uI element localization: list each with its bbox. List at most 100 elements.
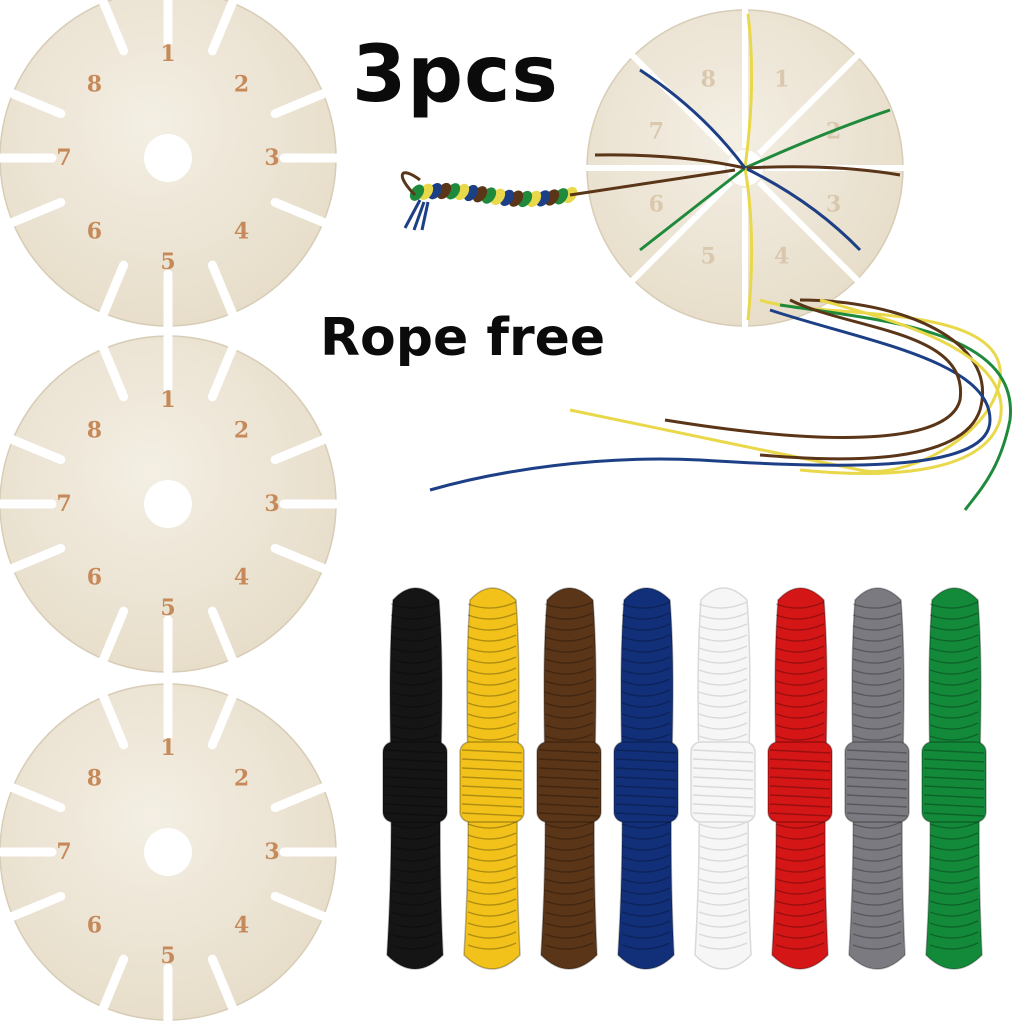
slot-number-8: 8 [87,417,102,443]
wrap-coil [769,785,831,790]
skein-twist [852,843,902,851]
wrap-coil [692,776,754,781]
skein-twist [390,612,440,620]
skein-wrap-band [921,741,987,823]
slot-number-6: 6 [87,913,102,939]
disk-slot [207,688,239,750]
slot-number-1: 1 [160,387,175,413]
skein-twist [929,711,979,719]
skein-twist [467,689,517,697]
skein-twist [467,854,517,862]
disk-slot [4,543,66,575]
skein-twist [775,865,825,873]
skein-twist [775,909,825,917]
skein-wrap-band [844,741,910,823]
skein-twist [929,854,979,862]
skein-twist [852,920,902,928]
disk-slot [97,260,129,322]
skein-wrap-band [690,741,756,823]
wrap-coil [461,776,523,781]
skein-twist [544,601,594,609]
braid-tassel [403,199,430,231]
skein-twist [544,909,594,917]
skein-twist [467,832,517,840]
skein-twist [390,623,440,631]
skein-twist [544,634,594,642]
wrap-coil [692,749,754,754]
skein-twist [467,711,517,719]
skein-twist [467,821,517,829]
cord-skein-2 [459,587,525,970]
skein-twist [698,711,748,719]
skein-twist [544,722,594,730]
skein-twist [621,700,671,708]
disk-slot [270,87,332,119]
skein-twist [621,612,671,620]
skein-twist [929,722,979,730]
skein-twist [852,656,902,664]
wrap-coil [615,758,677,763]
skein-twist [698,920,748,928]
skein-twist [698,909,748,917]
slot-number-4: 4 [234,565,249,591]
disk-segment-gap [628,180,733,285]
skein-twist [467,678,517,686]
skein-twist [621,722,671,730]
disk-slot [97,606,129,668]
skein-twist [544,689,594,697]
faded-slot-number-4: 4 [774,244,789,270]
skein-twist [775,821,825,829]
skein-twist [621,931,671,939]
threaded-cord [639,68,747,169]
wrap-coil [692,785,754,790]
slot-number-4: 4 [234,219,249,245]
quantity-headline: 3pcs [352,30,559,120]
wrap-coil [615,794,677,799]
skein-twist [852,832,902,840]
skein-twist [698,700,748,708]
skein-twist [698,733,748,741]
skein-twist [621,920,671,928]
skein-twist [929,700,979,708]
wrap-coil [692,794,754,799]
skein-twist [544,678,594,686]
skein-twist [390,678,440,686]
skein-twist [698,832,748,840]
skein-twist [544,733,594,741]
skein-twist [621,689,671,697]
skein-twist [621,667,671,675]
wrap-coil [769,767,831,772]
skein-twist [929,898,979,906]
skein-twist [852,623,902,631]
disk-slot [270,891,332,923]
skein-twist [390,722,440,730]
skein-twist [698,678,748,686]
disk-slot [270,543,332,575]
skein-twist [544,887,594,895]
wrap-coil [615,812,677,817]
cord-skein-5 [690,587,756,970]
disk-slot [97,954,129,1016]
skein-twist [775,942,825,950]
skein-twist [390,689,440,697]
disk-slot [4,87,66,119]
threaded-cord [743,13,754,169]
skein-twist [929,634,979,642]
wrap-coil [769,776,831,781]
wrap-coil [846,758,908,763]
wrap-coil [615,767,677,772]
skein-twist [390,733,440,741]
skein-twist [852,700,902,708]
wrap-coil [384,758,446,763]
skein-twist [929,876,979,884]
skein-twist [390,865,440,873]
skein-twist [467,700,517,708]
skein-twist [467,612,517,620]
cord-skein-4 [613,587,679,970]
skein-twist [544,865,594,873]
skein-twist [852,909,902,917]
wrap-coil [538,776,600,781]
